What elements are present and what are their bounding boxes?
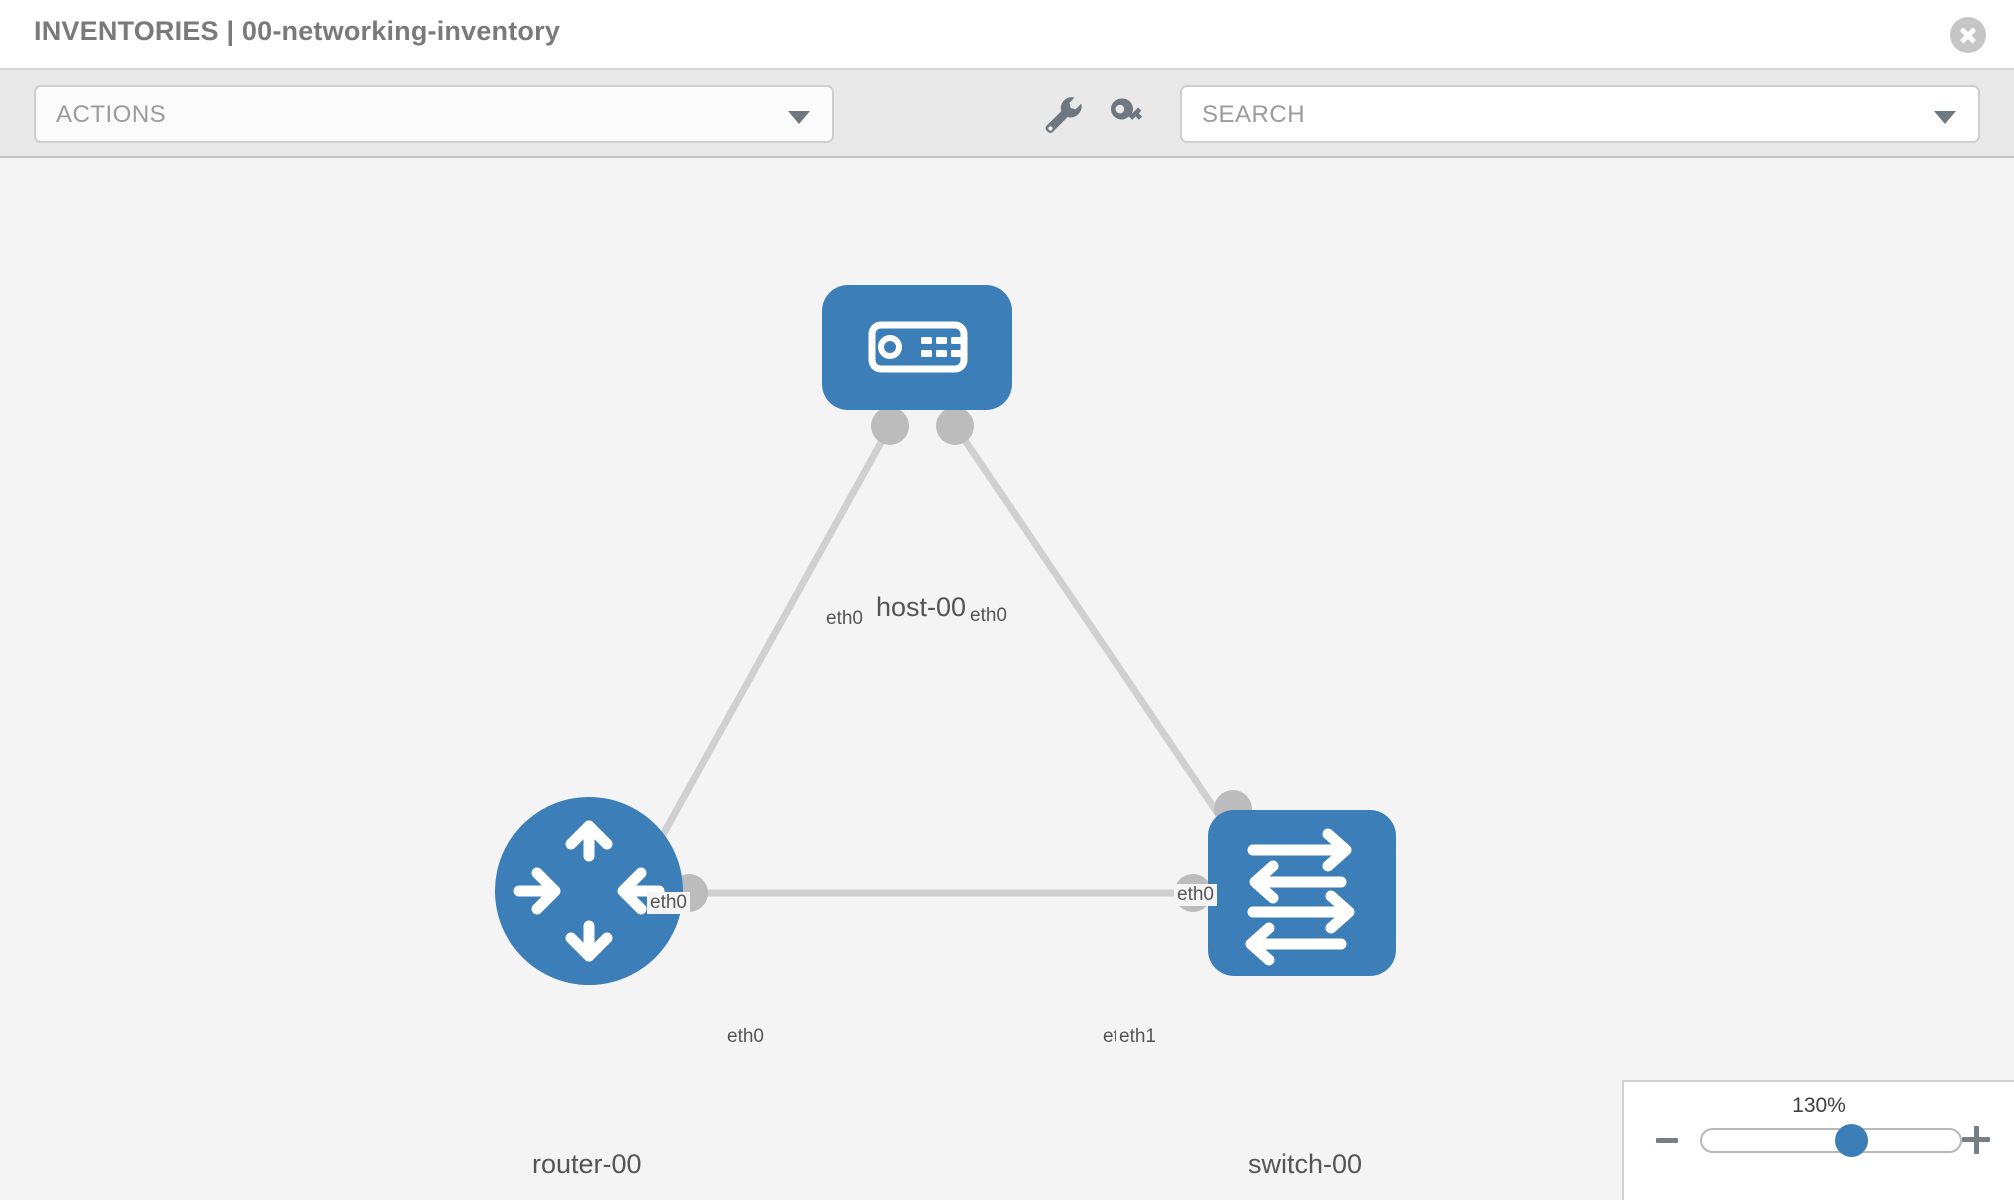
zoom-control-panel: 130%: [1622, 1080, 2014, 1200]
iface-label-switch-to-router: eth1: [1116, 1026, 1159, 1048]
zoom-percent-label: 130%: [1792, 1094, 1846, 1117]
search-input-value: SEARCH: [1202, 101, 1306, 128]
actions-dropdown-label: ACTIONS: [56, 101, 167, 128]
page-title: INVENTORIES | 00-networking-inventory: [34, 16, 561, 46]
zoom-out-button[interactable]: [1656, 1138, 1678, 1143]
switch-arrows-icon: [1245, 828, 1355, 966]
topology-edges: [646, 428, 1251, 897]
node-router-00: [495, 797, 683, 985]
node-switch-00: [1208, 810, 1396, 976]
node-label-switch-00: switch-00: [1244, 1148, 1367, 1181]
router-arrows-icon: [513, 820, 665, 962]
chevron-down-icon: [1934, 111, 1956, 124]
zoom-in-button[interactable]: [1962, 1126, 1990, 1154]
actions-dropdown[interactable]: ACTIONS: [34, 85, 834, 143]
edge-host-router: [646, 428, 892, 860]
iface-label-host-to-router: eth0: [823, 608, 866, 630]
connector-host-left: [871, 407, 909, 445]
page-header: INVENTORIES | 00-networking-inventory: [0, 0, 2014, 70]
iface-label-router-to-host: eth0: [647, 892, 690, 914]
wrench-icon[interactable]: [1040, 92, 1086, 136]
node-label-router-00: router-00: [528, 1148, 646, 1181]
chevron-down-icon: [788, 111, 810, 124]
search-input[interactable]: SEARCH: [1180, 85, 1980, 143]
edge-host-switch: [955, 428, 1251, 860]
key-icon[interactable]: [1105, 92, 1151, 136]
zoom-slider[interactable]: [1700, 1124, 1962, 1157]
topology-graph: [495, 285, 1396, 985]
node-host-00: [822, 285, 1012, 410]
server-icon: [868, 321, 968, 373]
close-icon[interactable]: [1950, 17, 1986, 53]
iface-label-router-to-switch: eth0: [724, 1026, 767, 1048]
zoom-slider-thumb[interactable]: [1835, 1124, 1869, 1157]
iface-label-host-to-switch: eth0: [967, 605, 1010, 627]
iface-label-switch-to-host: eth0: [1174, 884, 1217, 906]
topology-canvas[interactable]: host-00 router-00 switch-00 eth0 eth0 et…: [0, 158, 2014, 1200]
connector-host-right: [936, 407, 974, 445]
toolbar: ACTIONS SEARCH: [0, 70, 2014, 158]
node-label-host-00: host-00: [872, 591, 971, 624]
